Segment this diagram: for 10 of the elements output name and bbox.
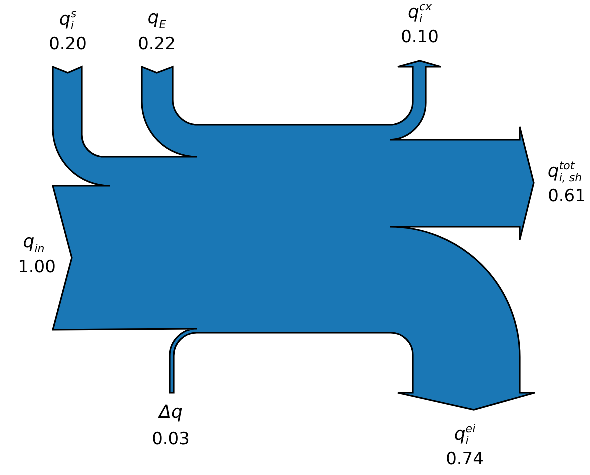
flow-value: 0.22 — [138, 36, 176, 54]
flow-value: 0.20 — [49, 36, 87, 54]
flow-value: 0.61 — [548, 188, 586, 206]
flow-symbol: Δq — [159, 404, 183, 422]
flow-value: 0.74 — [446, 452, 484, 468]
flow-symbol: q$_{in}$ — [23, 234, 45, 254]
flow-value: 0.03 — [152, 432, 190, 448]
flow-value: 0.10 — [401, 30, 439, 46]
flow-symbol: q$_{E}$ — [148, 10, 166, 30]
flow-value: 1.00 — [18, 260, 56, 276]
